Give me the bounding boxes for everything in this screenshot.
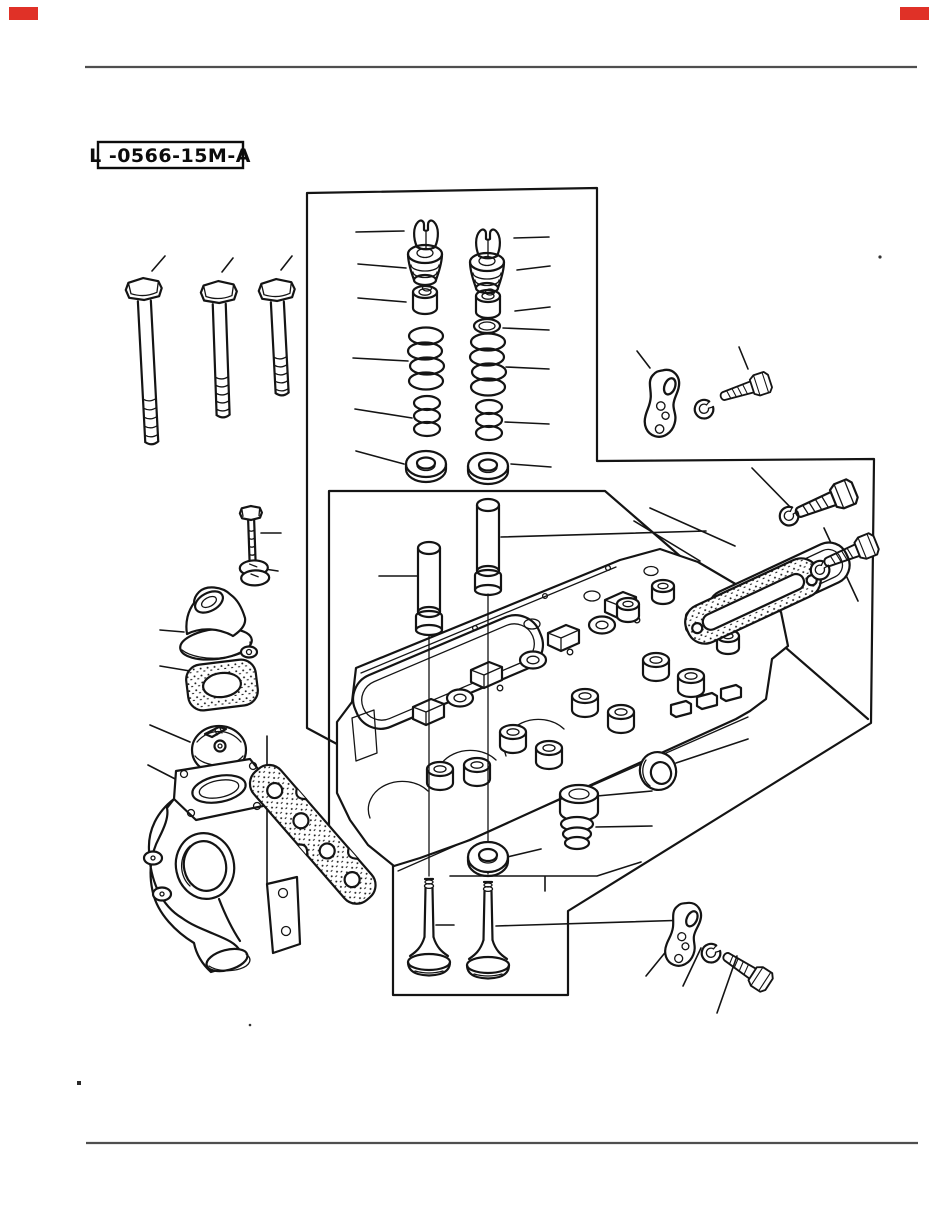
scan-corner-marks	[9, 7, 929, 20]
valve-spring-shim	[472, 317, 502, 335]
cylinder-head-bolt-medium	[199, 279, 239, 419]
corner-mark-left	[9, 7, 38, 20]
water-outlet	[179, 586, 259, 661]
flange-bolt-upper	[790, 476, 861, 527]
figure-code-text: L -0566-15M-A	[89, 145, 251, 167]
intake-valve	[465, 880, 511, 980]
cylinder-head-bolt-short	[257, 276, 297, 397]
side-cover-gasket	[684, 557, 822, 645]
outer-spring-left	[406, 326, 446, 391]
valve-stem-seal-left	[411, 283, 439, 316]
thermostat-housing	[142, 757, 302, 974]
water-outlet-gasket	[185, 658, 259, 712]
spring-seat-washer	[466, 840, 510, 878]
push-nut-upper	[692, 397, 716, 422]
valve-guide-right	[473, 497, 503, 597]
corner-mark-right	[900, 7, 929, 20]
exhaust-valve	[406, 877, 452, 977]
spring-retainer-left	[406, 243, 444, 287]
cylinder-head	[335, 547, 790, 872]
stray-dots	[77, 255, 882, 1085]
spring-seat-left	[404, 449, 448, 484]
push-nut-lower	[699, 941, 723, 966]
inner-spring-right	[474, 398, 504, 442]
figure-code-plate: L -0566-15M-A	[89, 140, 251, 170]
valve-stem-seal-right	[474, 287, 502, 320]
lift-plate-upper	[642, 367, 681, 439]
valve-guide-left	[414, 540, 444, 637]
outer-spring-right	[468, 332, 508, 397]
hex-bolt-upper	[716, 370, 775, 409]
cylinder-head-bolt-long	[124, 275, 164, 446]
stud-bolt-with-washers	[238, 504, 271, 587]
valve-cap-and-seat-stack	[558, 783, 600, 851]
spring-seat-right	[466, 451, 510, 486]
inner-spring-left	[412, 394, 442, 438]
manifold-gasket	[248, 763, 377, 905]
camshaft-seal-cap	[638, 751, 678, 791]
